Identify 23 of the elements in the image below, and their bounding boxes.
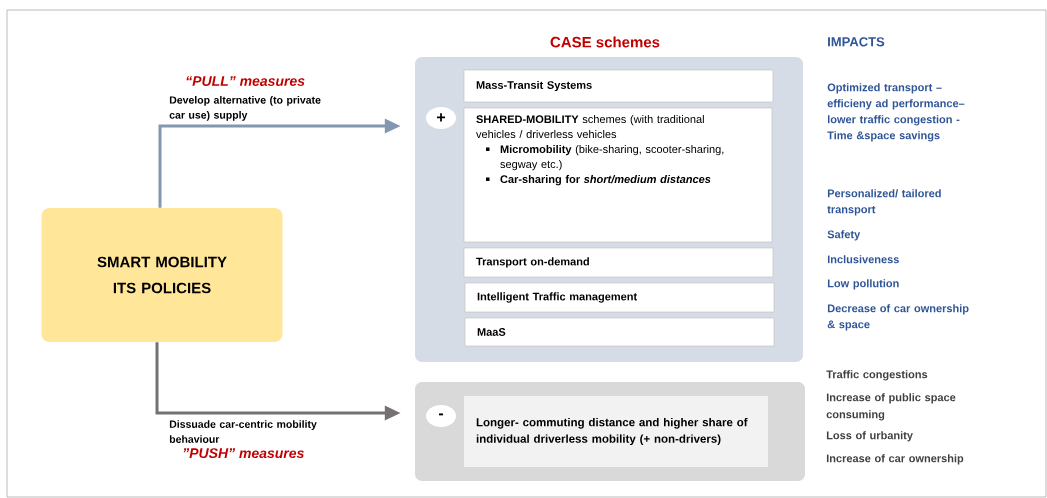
impact-text: Loss of urbanity	[826, 431, 913, 442]
measure-title: ”PUSH” measures	[183, 448, 304, 459]
impact-text: Safety	[827, 230, 861, 241]
measure-title: “PULL” measures	[186, 76, 305, 86]
panel-heading: CASE schemes	[550, 36, 660, 48]
impact-text: Personalized/ tailored transport	[827, 189, 941, 216]
impact-text: Traffic congestions	[826, 370, 928, 381]
column-heading: IMPACTS	[828, 37, 885, 47]
scheme-box: Mass-Transit Systems	[463, 69, 774, 103]
impact-text: Increase of public space consuming	[826, 393, 956, 421]
policy-box: SMART MOBILITY ITS POLICIES	[41, 208, 283, 342]
edge-label: Dissuade car-centric mobility behaviour	[169, 420, 317, 443]
impact-text: Low pollution	[827, 279, 899, 290]
scheme-box: Intelligent Traffic management	[464, 282, 775, 313]
impact-text: Optimized transport – efficieny ad performance– lower traffic congestion -Time &space savings	[827, 83, 965, 142]
impact-text: Inclusiveness	[827, 255, 899, 264]
impact-text: Increase of car ownership	[826, 454, 964, 465]
edge-label: Develop alternative (to private car use) supply	[169, 96, 321, 121]
scheme-box: Transport on-demand	[463, 247, 774, 278]
scheme-box: MaaS	[464, 317, 775, 347]
scheme-box: SHARED-MOBILITY schemes (with traditional vehicles / driverless vehicles Micromobility (bike-sharing, scooter-sharing, segway etc.) Car-sharing for short/medium distances	[463, 107, 773, 243]
impact-text: Decrease of car ownership & space	[827, 304, 969, 331]
effect-box: Longer- commuting distance and higher share of individual driverless mobility (+ non-drivers)	[464, 396, 768, 467]
